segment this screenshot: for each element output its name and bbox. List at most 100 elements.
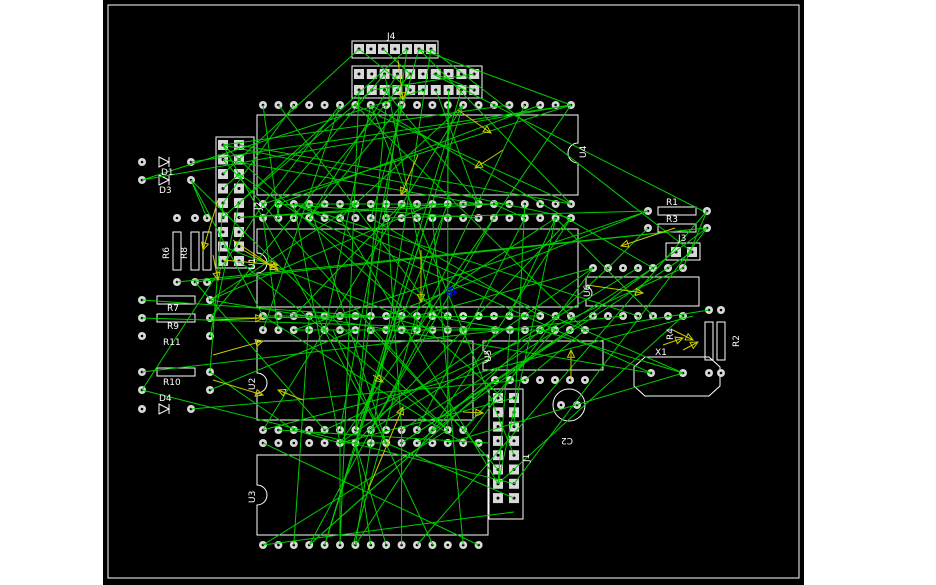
airwire	[462, 267, 594, 444]
airwire	[416, 210, 708, 546]
airwire	[238, 89, 373, 204]
force-arrow-layer	[201, 59, 700, 491]
pad-hole	[393, 47, 397, 51]
airwire	[209, 202, 224, 373]
r6-body[interactable]	[172, 231, 182, 271]
pad-hole	[357, 72, 361, 76]
pad-hole	[277, 441, 280, 445]
airwire	[262, 315, 464, 444]
force-arrow-head	[689, 341, 700, 350]
airwire	[262, 104, 464, 431]
airwire	[262, 73, 385, 219]
airwire	[493, 203, 526, 219]
airwire	[238, 203, 495, 218]
ref-u4: U4	[579, 145, 589, 158]
pad-hole	[354, 216, 357, 220]
ref-u5: U5	[484, 350, 494, 362]
force-arrow	[212, 317, 264, 321]
ref-r11: R11	[163, 338, 181, 348]
airwire	[209, 371, 295, 431]
airwire	[222, 173, 240, 189]
airwire	[432, 73, 704, 212]
u2-body[interactable]	[256, 340, 474, 421]
r8-body[interactable]	[190, 231, 200, 271]
ref-u3: U3	[248, 491, 258, 503]
u6-body[interactable]	[585, 276, 700, 307]
u3-body[interactable]	[256, 454, 489, 536]
airwire	[370, 104, 515, 456]
ref-d3: D3	[159, 186, 172, 196]
airwire	[222, 104, 295, 204]
airwire	[386, 210, 649, 317]
airwire	[497, 217, 557, 484]
d4-body[interactable]	[158, 174, 171, 186]
pad-hole	[719, 308, 723, 312]
u1-body[interactable]	[256, 228, 579, 308]
airwire	[190, 104, 572, 163]
ref-r6: R6	[162, 247, 172, 259]
r3-body[interactable]	[657, 223, 697, 233]
ref-r2: R2	[732, 335, 742, 347]
force-arrow-head	[566, 348, 576, 358]
airwire	[416, 267, 594, 317]
pad-hole	[446, 543, 450, 547]
pad-hole	[431, 103, 434, 107]
airwire	[539, 329, 684, 374]
j4-header-top[interactable]	[351, 40, 439, 59]
pad-hole	[415, 103, 419, 107]
ref-j3: J3	[677, 234, 686, 244]
ref-u2: U2	[248, 378, 258, 390]
r1-body[interactable]	[657, 206, 697, 216]
d3-body[interactable]	[158, 403, 171, 415]
pad-hole	[508, 216, 511, 220]
airwire	[141, 389, 515, 485]
force-arrow-head	[475, 408, 485, 417]
airwire	[354, 48, 408, 431]
pad-hole	[496, 496, 500, 500]
pad-hole	[175, 280, 179, 284]
airwire	[141, 317, 526, 331]
pad-hole	[477, 216, 480, 220]
airwire	[370, 48, 420, 219]
airwire	[262, 104, 279, 219]
ref-c2: C2	[561, 435, 573, 445]
force-arrow-head	[201, 241, 210, 252]
d1-body[interactable]	[158, 156, 171, 168]
airwire	[354, 442, 372, 546]
rx-body[interactable]	[704, 321, 714, 361]
pad-hole	[140, 334, 144, 338]
pad-hole	[447, 72, 451, 76]
pad-hole	[369, 47, 373, 51]
j1-body[interactable]	[488, 388, 524, 520]
airwire	[293, 315, 310, 546]
pcb-layout[interactable]: J4 U4 U1 U2 U3 U5 U6 J1 J2 C2 X1 R1 R3 R…	[103, 0, 804, 585]
airwire	[354, 217, 572, 546]
airwire	[209, 203, 433, 301]
u5-body[interactable]	[482, 340, 604, 371]
airwire	[209, 73, 411, 319]
ref-r4: R4	[666, 328, 676, 340]
force-arrow-head	[374, 374, 384, 383]
force-arrow-head	[269, 262, 279, 271]
j4-header-bottom[interactable]	[351, 65, 483, 99]
airwire	[430, 48, 693, 253]
pad-hole	[140, 160, 144, 164]
airwire	[238, 144, 572, 205]
r7-body[interactable]	[156, 295, 196, 305]
airwire	[293, 203, 639, 317]
airwire	[308, 217, 652, 374]
rv-body[interactable]	[202, 231, 212, 271]
airwire	[339, 104, 572, 444]
pad-hole	[193, 216, 197, 220]
ref-r8: R8	[180, 247, 190, 259]
force-arrow	[586, 284, 644, 294]
airwire	[308, 315, 433, 546]
pcb-canvas[interactable]: J4 U4 U1 U2 U3 U5 U6 J1 J2 C2 X1 R1 R3 R…	[103, 0, 804, 585]
r2-body[interactable]	[716, 321, 726, 361]
airwire	[418, 48, 572, 106]
force-arrow-head	[269, 260, 280, 269]
airwire	[524, 329, 586, 381]
airwire	[278, 104, 449, 331]
pad-hole	[606, 314, 610, 318]
pad-hole	[538, 378, 542, 382]
